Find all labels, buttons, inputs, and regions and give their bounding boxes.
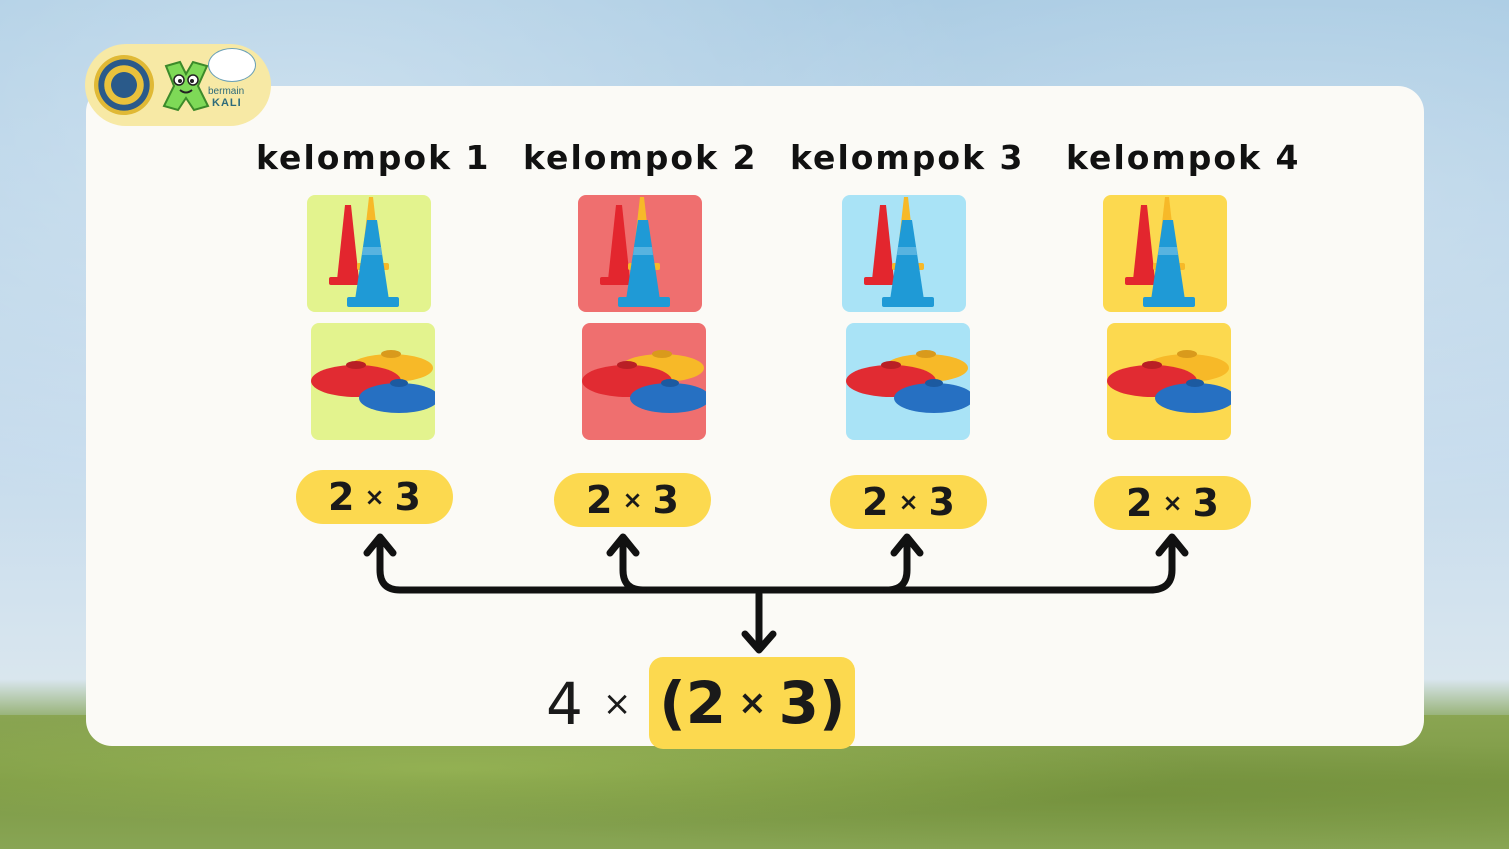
cones-tile-group-2 <box>578 195 702 312</box>
group-expression-1: 2 × 3 <box>296 470 453 524</box>
cones-tile-group-3 <box>842 195 966 312</box>
group-label-2: kelompok 2 <box>523 138 758 177</box>
final-open-paren: ( <box>659 669 686 737</box>
traffic-cones-icon <box>1125 197 1195 307</box>
cones-tile-group-4 <box>1103 195 1227 312</box>
discs-tile-group-1 <box>311 323 435 440</box>
ministry-emblem-icon <box>94 55 154 115</box>
group-expression-4: 2 × 3 <box>1094 476 1251 530</box>
group-label-1: kelompok 1 <box>256 138 491 177</box>
traffic-cones-icon <box>329 197 399 307</box>
final-a: 2 <box>685 669 727 737</box>
final-op: × <box>602 684 632 724</box>
expr-op: × <box>622 486 643 514</box>
final-b: 3 <box>778 669 820 737</box>
final-inner-op: × <box>738 683 767 723</box>
final-close-paren: ) <box>819 669 846 737</box>
arrow-to-group-3 <box>883 536 911 594</box>
final-grouped-term: ( 2 × 3 ) <box>649 657 856 749</box>
traffic-cones-icon <box>600 197 670 307</box>
expr-op: × <box>1162 489 1183 517</box>
arrowhead-down <box>741 630 777 654</box>
expr-a: 2 <box>585 478 613 522</box>
final-multiplier: 4 <box>546 670 583 738</box>
discs-tile-group-2 <box>582 323 706 440</box>
arrowhead-4 <box>1155 533 1189 557</box>
group-label-3: kelompok 3 <box>790 138 1025 177</box>
final-expression: 4 × ( 2 × 3 ) <box>546 657 856 749</box>
arrowhead-3 <box>890 533 924 557</box>
expr-a: 2 <box>1125 481 1153 525</box>
expr-op: × <box>898 488 919 516</box>
group-expression-3: 2 × 3 <box>830 475 987 529</box>
logo-text-bermain: bermain <box>208 86 245 97</box>
expr-b: 3 <box>1192 481 1219 525</box>
group-expression-2: 2 × 3 <box>554 473 711 527</box>
marker-discs-icon <box>582 350 706 413</box>
arrowhead-1 <box>363 533 397 557</box>
traffic-cones-icon <box>864 197 934 307</box>
expr-a: 2 <box>861 480 889 524</box>
marker-discs-icon <box>1107 350 1231 413</box>
discs-tile-group-3 <box>846 323 970 440</box>
arrow-to-group-1 <box>376 536 1176 594</box>
thought-bubble-icon <box>208 48 256 82</box>
cones-tile-group-1 <box>307 195 431 312</box>
logo-text-kali: KALI <box>212 97 242 109</box>
marker-discs-icon <box>846 350 970 413</box>
expr-b: 3 <box>928 480 955 524</box>
arrowhead-2 <box>606 533 640 557</box>
expr-op: × <box>364 483 385 511</box>
marker-discs-icon <box>311 350 435 413</box>
arrow-to-group-2 <box>619 536 647 594</box>
expr-b: 3 <box>652 478 679 522</box>
group-label-4: kelompok 4 <box>1066 138 1301 177</box>
expr-a: 2 <box>327 475 355 519</box>
expr-b: 3 <box>394 475 421 519</box>
discs-tile-group-4 <box>1107 323 1231 440</box>
mascot-x-icon <box>162 60 210 112</box>
